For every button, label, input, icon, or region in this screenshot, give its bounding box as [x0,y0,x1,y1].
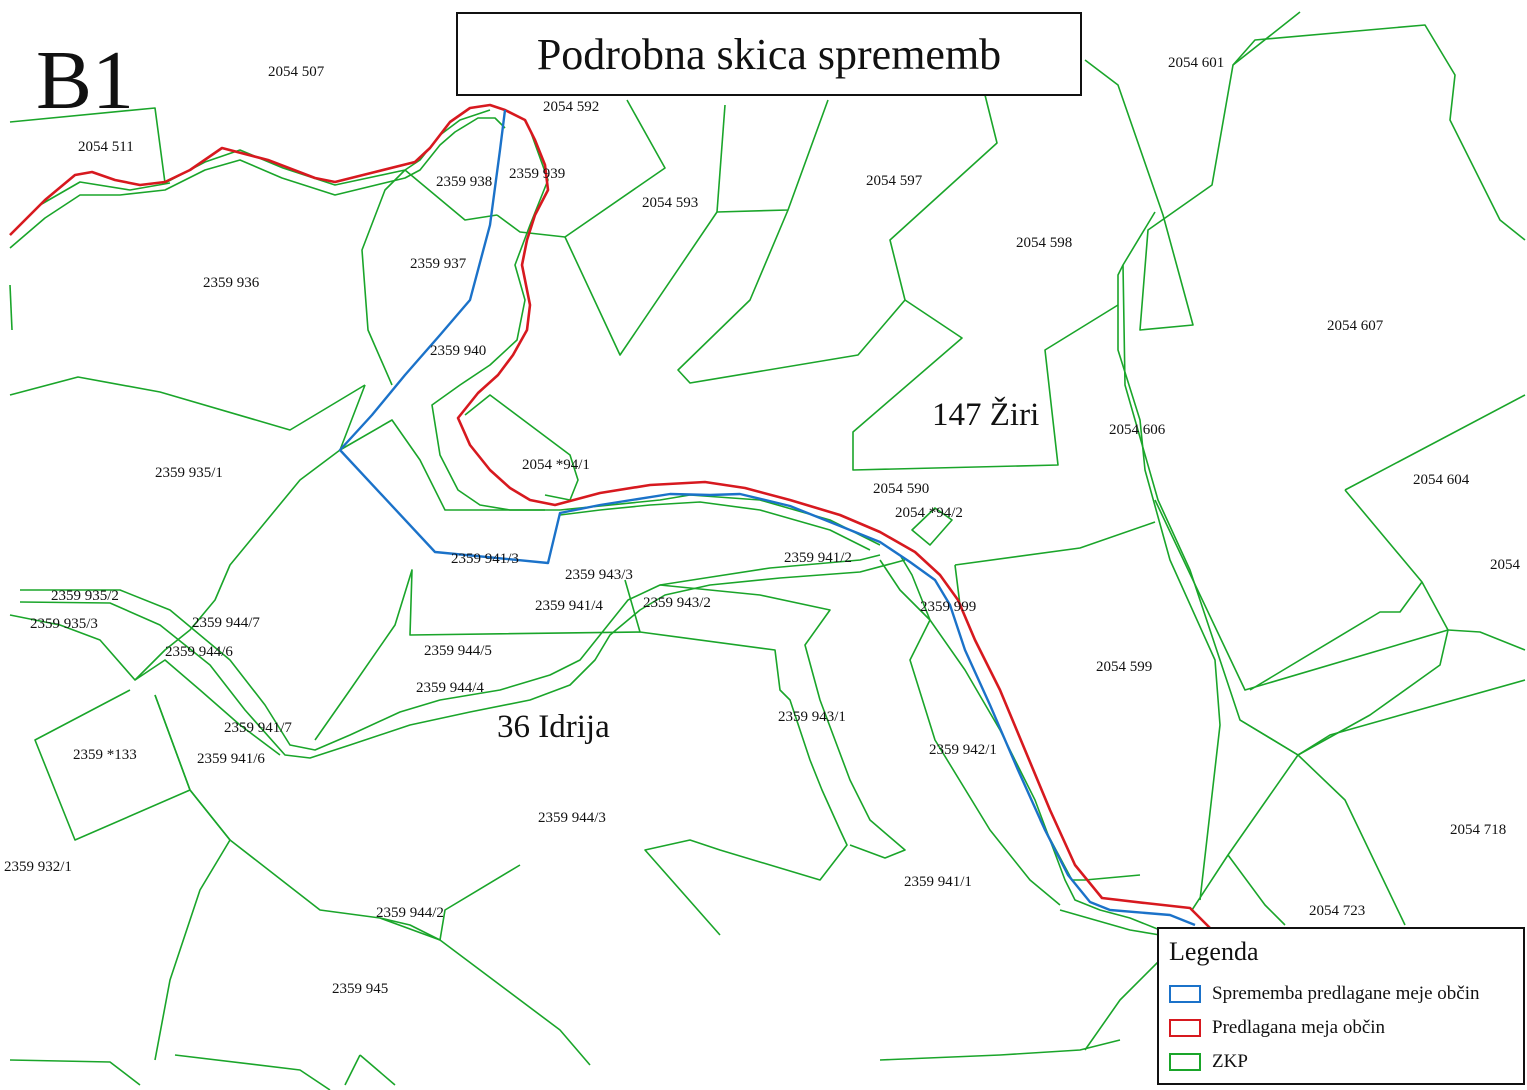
proposed-municipal-boundary [9,103,1211,929]
parcel-label: 2359 940 [430,343,486,359]
parcel-label: 2359 932/1 [4,859,72,875]
parcel-label: 2359 944/4 [416,680,484,696]
legend: Legenda Sprememba predlagane meje občin … [1157,927,1525,1085]
parcel-label: 2359 944/6 [165,644,233,660]
parcel-label: 2359 941/3 [451,551,519,567]
parcel-label: 2359 944/5 [424,643,492,659]
parcel-label: 2054 593 [642,195,698,211]
municipality-label-ziri: 147 Žiri [932,396,1039,433]
legend-item-zkp: ZKP [1169,1045,1513,1079]
parcel-label: 2359 999 [920,599,976,615]
parcel-label: 2359 941/4 [535,598,603,614]
parcel-label: 2054 592 [543,99,599,115]
map-title: Podrobna skica sprememb [456,12,1082,96]
parcel-label: 2359 941/2 [784,550,852,566]
green-swatch-icon [1169,1053,1201,1071]
parcel-label: 2359 943/3 [565,567,633,583]
parcel-label: 2359 935/1 [155,465,223,481]
parcel-label: 2359 941/7 [224,720,292,736]
parcel-label: 2054 718 [1450,822,1506,838]
parcel-label: 2359 943/1 [778,709,846,725]
parcel-label: 2359 941/1 [904,874,972,890]
parcel-label: 2054 607 [1327,318,1384,334]
parcel-label: 2054 590 [873,481,929,497]
parcel-label: 2359 *133 [73,747,137,763]
parcel-label: 2359 944/7 [192,615,260,631]
parcel-label: 2359 943/2 [643,595,711,611]
sheet-label: B1 [36,34,134,127]
parcel-label: 2054 *94/2 [895,505,963,521]
parcel-label: 2054 *94/1 [522,457,590,473]
parcel-label: 2054 601 [1168,55,1224,71]
parcel-label: 2054 723 [1309,903,1365,919]
municipality-label-idrija: 36 Idrija [497,709,610,745]
parcel-label: 2359 944/3 [538,810,606,826]
parcel-label: 2054 599 [1096,659,1152,675]
parcel-label: 2054 511 [78,139,134,155]
parcel-label: 2054 507 [268,64,325,80]
parcel-label: 2054 606 [1109,422,1166,438]
parcel-label: 2359 939 [509,166,565,182]
legend-title: Legenda [1169,937,1259,966]
parcel-label: 2054 604 [1413,472,1470,488]
parcel-label: 2359 944/2 [376,905,444,921]
parcel-label: 2054 [1490,557,1521,573]
parcel-label: 2359 936 [203,275,260,291]
legend-item-proposed-boundary: Predlagana meja občin [1169,1011,1513,1045]
parcel-label: 2054 598 [1016,235,1072,251]
red-swatch-icon [1169,1019,1201,1037]
parcel-label: 2359 935/2 [51,588,119,604]
zkp-parcel-lines [9,11,1526,1090]
legend-item-label: Predlagana meja občin [1212,1017,1386,1038]
parcel-label: 2054 597 [866,173,923,189]
legend-item-boundary-change: Sprememba predlagane meje občin [1169,977,1513,1011]
parcel-labels: 2054 507 2054 511 2054 592 2359 938 2359… [4,55,1521,997]
parcel-label: 2359 935/3 [30,616,98,632]
boundary-change [338,109,1196,927]
parcel-label: 2359 938 [436,174,492,190]
legend-item-label: Sprememba predlagane meje občin [1212,983,1480,1004]
parcel-label: 2359 941/6 [197,751,265,767]
parcel-label: 2359 937 [410,256,467,272]
parcel-label: 2359 942/1 [929,742,997,758]
parcel-label: 2359 945 [332,981,388,997]
legend-item-label: ZKP [1212,1051,1248,1072]
blue-swatch-icon [1169,985,1201,1003]
